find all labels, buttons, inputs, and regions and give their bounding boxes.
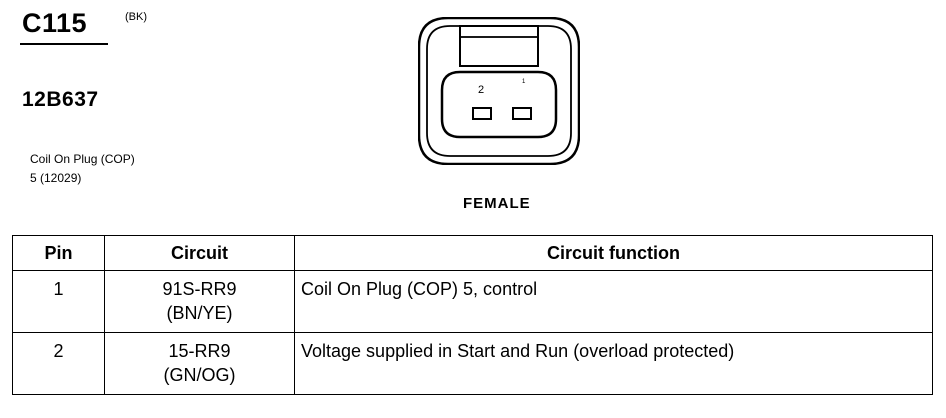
header-circuit-function: Circuit function — [294, 235, 933, 271]
cavity-label-2: 2 — [478, 84, 485, 96]
connector-color-code: (BK) — [125, 11, 147, 23]
table-row: 1 91S-RR9 (BN/YE) Coil On Plug (COP) 5, … — [12, 270, 933, 333]
circuit-function: Coil On Plug (COP) 5, control — [294, 270, 933, 333]
header-circuit: Circuit — [104, 235, 295, 271]
connector-description-2: 5 (12029) — [30, 171, 82, 185]
connector-latch-inner — [459, 36, 539, 67]
circuit-cell: 15-RR9 (GN/OG) — [104, 332, 295, 395]
connector-latch — [459, 25, 539, 67]
connector-outer-shell — [418, 17, 580, 165]
pin-number: 1 — [12, 270, 105, 333]
wire-color: (GN/OG) — [163, 365, 236, 385]
circuit-id: 15-RR9 — [168, 341, 231, 361]
part-number: 12B637 — [22, 88, 99, 111]
circuit-function: Voltage supplied in Start and Run (overl… — [294, 332, 933, 395]
connector-description: Coil On Plug (COP) — [30, 152, 135, 166]
pin-number: 2 — [12, 332, 105, 395]
connector-terminal-housing — [440, 70, 558, 139]
circuit-id: 91S-RR9 — [162, 279, 237, 299]
connector-id-underline — [20, 43, 108, 45]
table-row: 2 15-RR9 (GN/OG) Voltage supplied in Sta… — [12, 332, 933, 395]
cavity-label-1: 1 — [522, 79, 526, 85]
connector-inner-shell — [426, 25, 572, 157]
view-label: FEMALE — [463, 195, 531, 212]
table-header-row: Pin Circuit Circuit function — [12, 235, 933, 271]
connector-face-drawing — [418, 17, 580, 165]
header-pin: Pin — [12, 235, 105, 271]
circuit-cell: 91S-RR9 (BN/YE) — [104, 270, 295, 333]
pin-table: Pin Circuit Circuit function 1 91S-RR9 (… — [12, 235, 933, 395]
cavity-1 — [512, 107, 532, 120]
connector-id: C115 — [22, 8, 88, 38]
wire-color: (BN/YE) — [166, 303, 233, 323]
cavity-2 — [472, 107, 492, 120]
